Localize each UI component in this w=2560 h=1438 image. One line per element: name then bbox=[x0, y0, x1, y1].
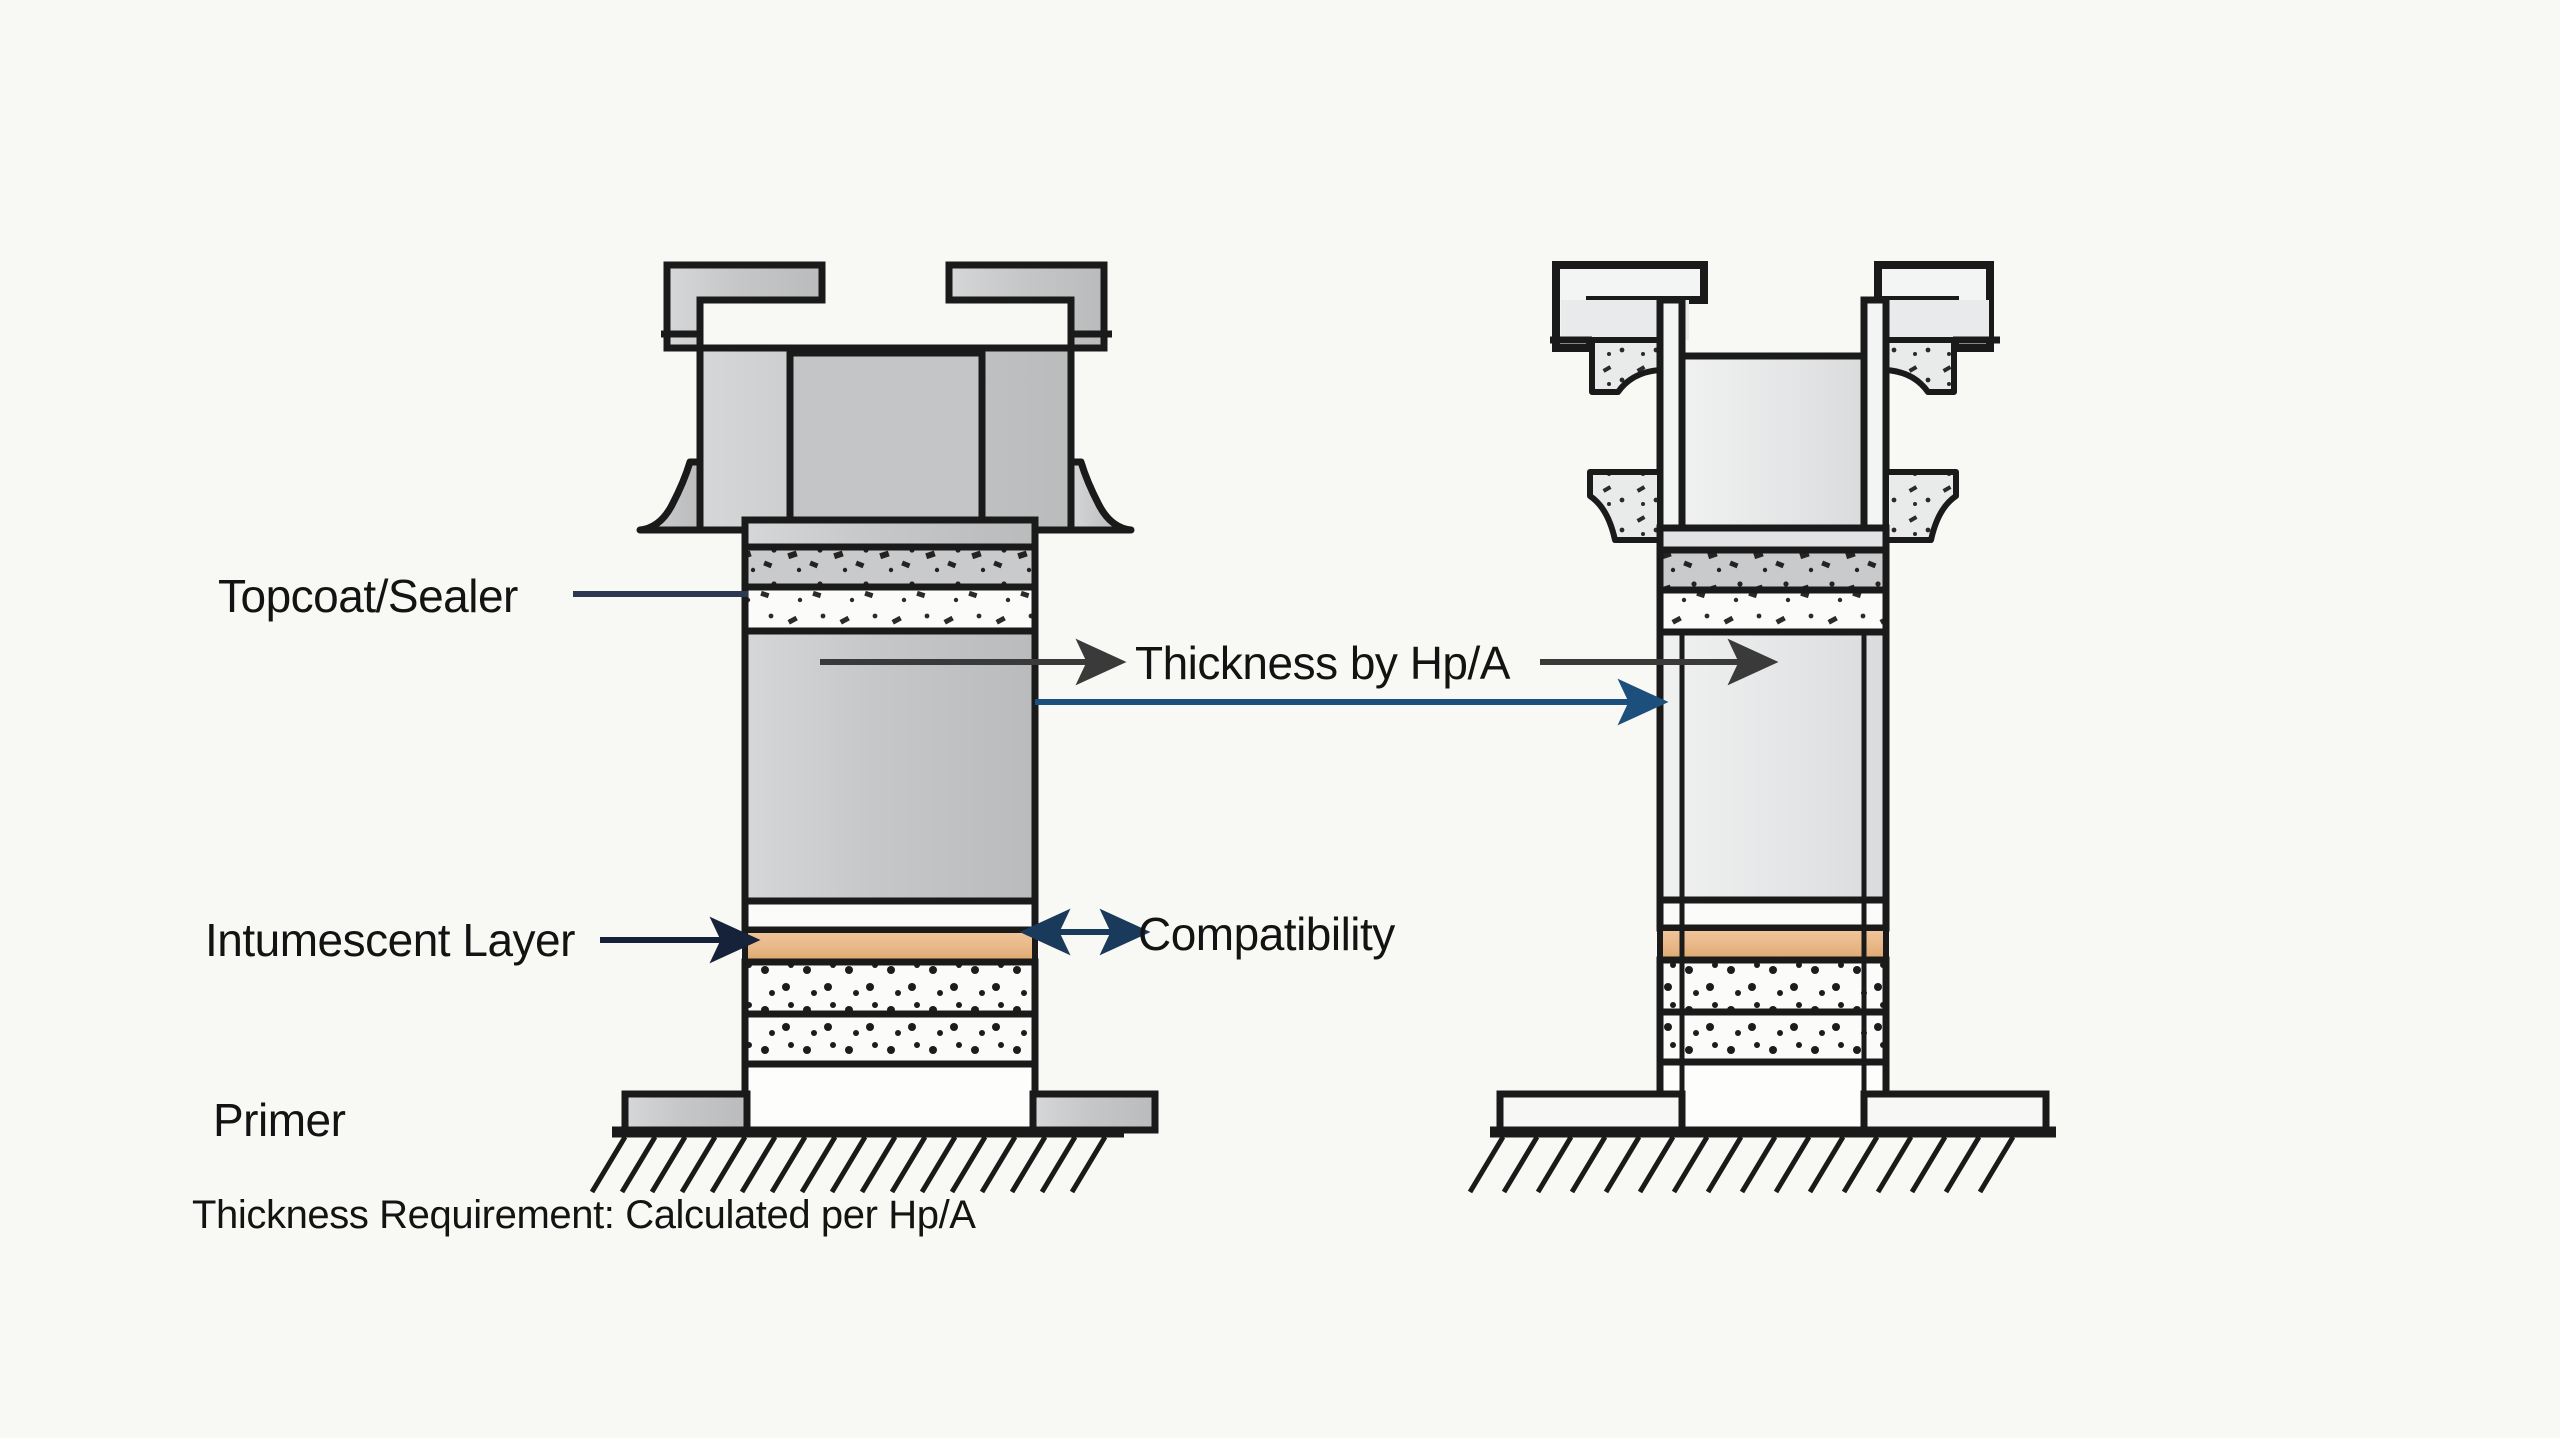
right-speckle-band-dark bbox=[1656, 546, 1890, 594]
right-intumescent-band bbox=[1657, 925, 1889, 963]
left-cap-plate bbox=[741, 516, 1039, 551]
right-white-gap bbox=[1656, 896, 1890, 932]
right-baseplate-left bbox=[1496, 1090, 1686, 1134]
left-dotted-band-upper bbox=[741, 958, 1039, 1018]
left-top-flange-right bbox=[945, 261, 1108, 352]
left-baseplate-left bbox=[621, 1090, 751, 1134]
left-ground-hatch bbox=[589, 1135, 1108, 1194]
right-flange-shadow-right bbox=[1882, 300, 1989, 340]
left-haunch-right bbox=[1067, 458, 1135, 534]
right-baseplate-right bbox=[1860, 1090, 2050, 1134]
left-topcoat-body bbox=[741, 627, 1039, 905]
left-column-assembly bbox=[589, 261, 1159, 1194]
left-top-flange-left bbox=[663, 261, 826, 352]
right-haunch-lower-right bbox=[1883, 469, 1959, 543]
right-speckle-band-light bbox=[1656, 586, 1890, 636]
label-intumescent-layer: Intumescent Layer bbox=[205, 914, 575, 966]
right-primer-base bbox=[1656, 1058, 1890, 1134]
right-haunch-lower-left bbox=[1587, 469, 1663, 543]
left-intumescent-band bbox=[742, 927, 1038, 965]
left-speckle-band-light bbox=[741, 583, 1039, 635]
right-column-assembly bbox=[1467, 261, 2056, 1194]
label-compatibility: Compatibility bbox=[1138, 908, 1395, 960]
right-beam-core bbox=[1678, 352, 1868, 532]
label-primer: Primer bbox=[213, 1094, 346, 1146]
left-beam-web-core bbox=[786, 349, 986, 529]
left-haunch-left bbox=[636, 458, 704, 534]
right-ground-hatch bbox=[1467, 1135, 2016, 1194]
left-white-gap bbox=[741, 897, 1039, 934]
right-dotted-band-upper bbox=[1656, 956, 1890, 1016]
left-primer-base bbox=[741, 1060, 1039, 1134]
right-topcoat-body bbox=[1656, 628, 1890, 904]
caption-thickness-requirement: Thickness Requirement: Calculated per Hp… bbox=[192, 1193, 976, 1237]
left-dotted-band-lower bbox=[741, 1010, 1039, 1068]
right-dotted-band-lower bbox=[1656, 1008, 1890, 1066]
left-speckle-band-dark bbox=[741, 543, 1039, 591]
left-baseplate-right bbox=[1029, 1090, 1159, 1134]
label-topcoat-sealer: Topcoat/Sealer bbox=[218, 570, 518, 622]
label-thickness-by-hpa: Thickness by Hp/A bbox=[1135, 637, 1511, 689]
